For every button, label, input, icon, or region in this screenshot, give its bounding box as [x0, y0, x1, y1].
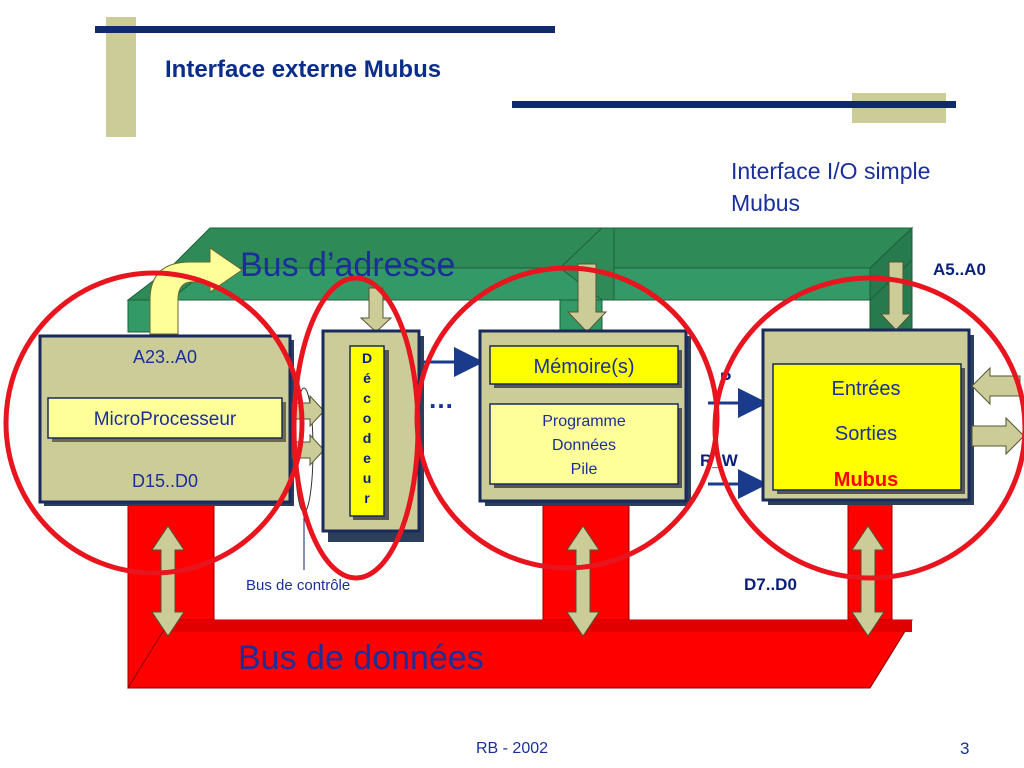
decoder-letter-1: D: [362, 350, 372, 366]
decoder-block: [321, 329, 424, 542]
page-number: 3: [960, 739, 970, 758]
io-line-2: Sorties: [835, 423, 897, 445]
memory-line-2: Données: [552, 437, 616, 454]
cpu-name: MicroProcesseur: [94, 409, 237, 430]
decor-navy-line-top: [95, 26, 555, 33]
slide-title: Interface externe Mubus: [165, 56, 442, 83]
decoder-letter-6: e: [363, 450, 371, 466]
memory-line-1: Programme: [542, 413, 626, 430]
footer-text: RB - 2002: [475, 740, 549, 757]
memory-block: [478, 329, 691, 506]
address-lines-label: A5..A0: [933, 260, 986, 279]
slide-subtitle: Interface I/O simple Mubus: [731, 155, 930, 219]
subtitle-line-2: Mubus: [731, 190, 801, 216]
cpu-address-label: A23..A0: [133, 347, 197, 367]
io-external-arrows: [971, 366, 1024, 456]
io-line-1: Entrées: [832, 378, 901, 400]
memory-title: Mémoire(s): [533, 356, 634, 378]
io-block: [761, 328, 974, 505]
cpu-data-label: D15..D0: [132, 471, 198, 491]
subtitle-line-1: Interface I/O simple: [731, 158, 931, 184]
cpu-to-address-arrow: [149, 247, 243, 335]
circle-cpu: [3, 270, 305, 576]
decoder-letter-7: u: [363, 470, 372, 486]
data-bus-label: Bus de données: [238, 639, 484, 677]
decor-olive-bar-left: [106, 17, 136, 137]
cpu-block: [38, 334, 294, 506]
decoder-letter-2: é: [363, 370, 371, 386]
decor-olive-bar-right: [852, 93, 946, 123]
data-lines-label: D7..D0: [744, 575, 797, 594]
memory-ellipsis: …: [428, 384, 454, 414]
data-bidir-arrows: [151, 525, 885, 637]
highlight-circles: [3, 265, 1024, 581]
memory-line-3: Pile: [571, 461, 598, 478]
decor-navy-line-bottom: [512, 101, 956, 108]
decoder-letter-3: c: [363, 390, 371, 406]
io-line-3: Mubus: [834, 469, 898, 491]
circle-io: [712, 275, 1024, 581]
decoder-letter-8: r: [364, 490, 370, 506]
decoder-letter-4: o: [363, 410, 372, 426]
control-bus-label: Bus de contrôle: [246, 577, 350, 594]
decoder-letter-5: d: [363, 430, 372, 446]
